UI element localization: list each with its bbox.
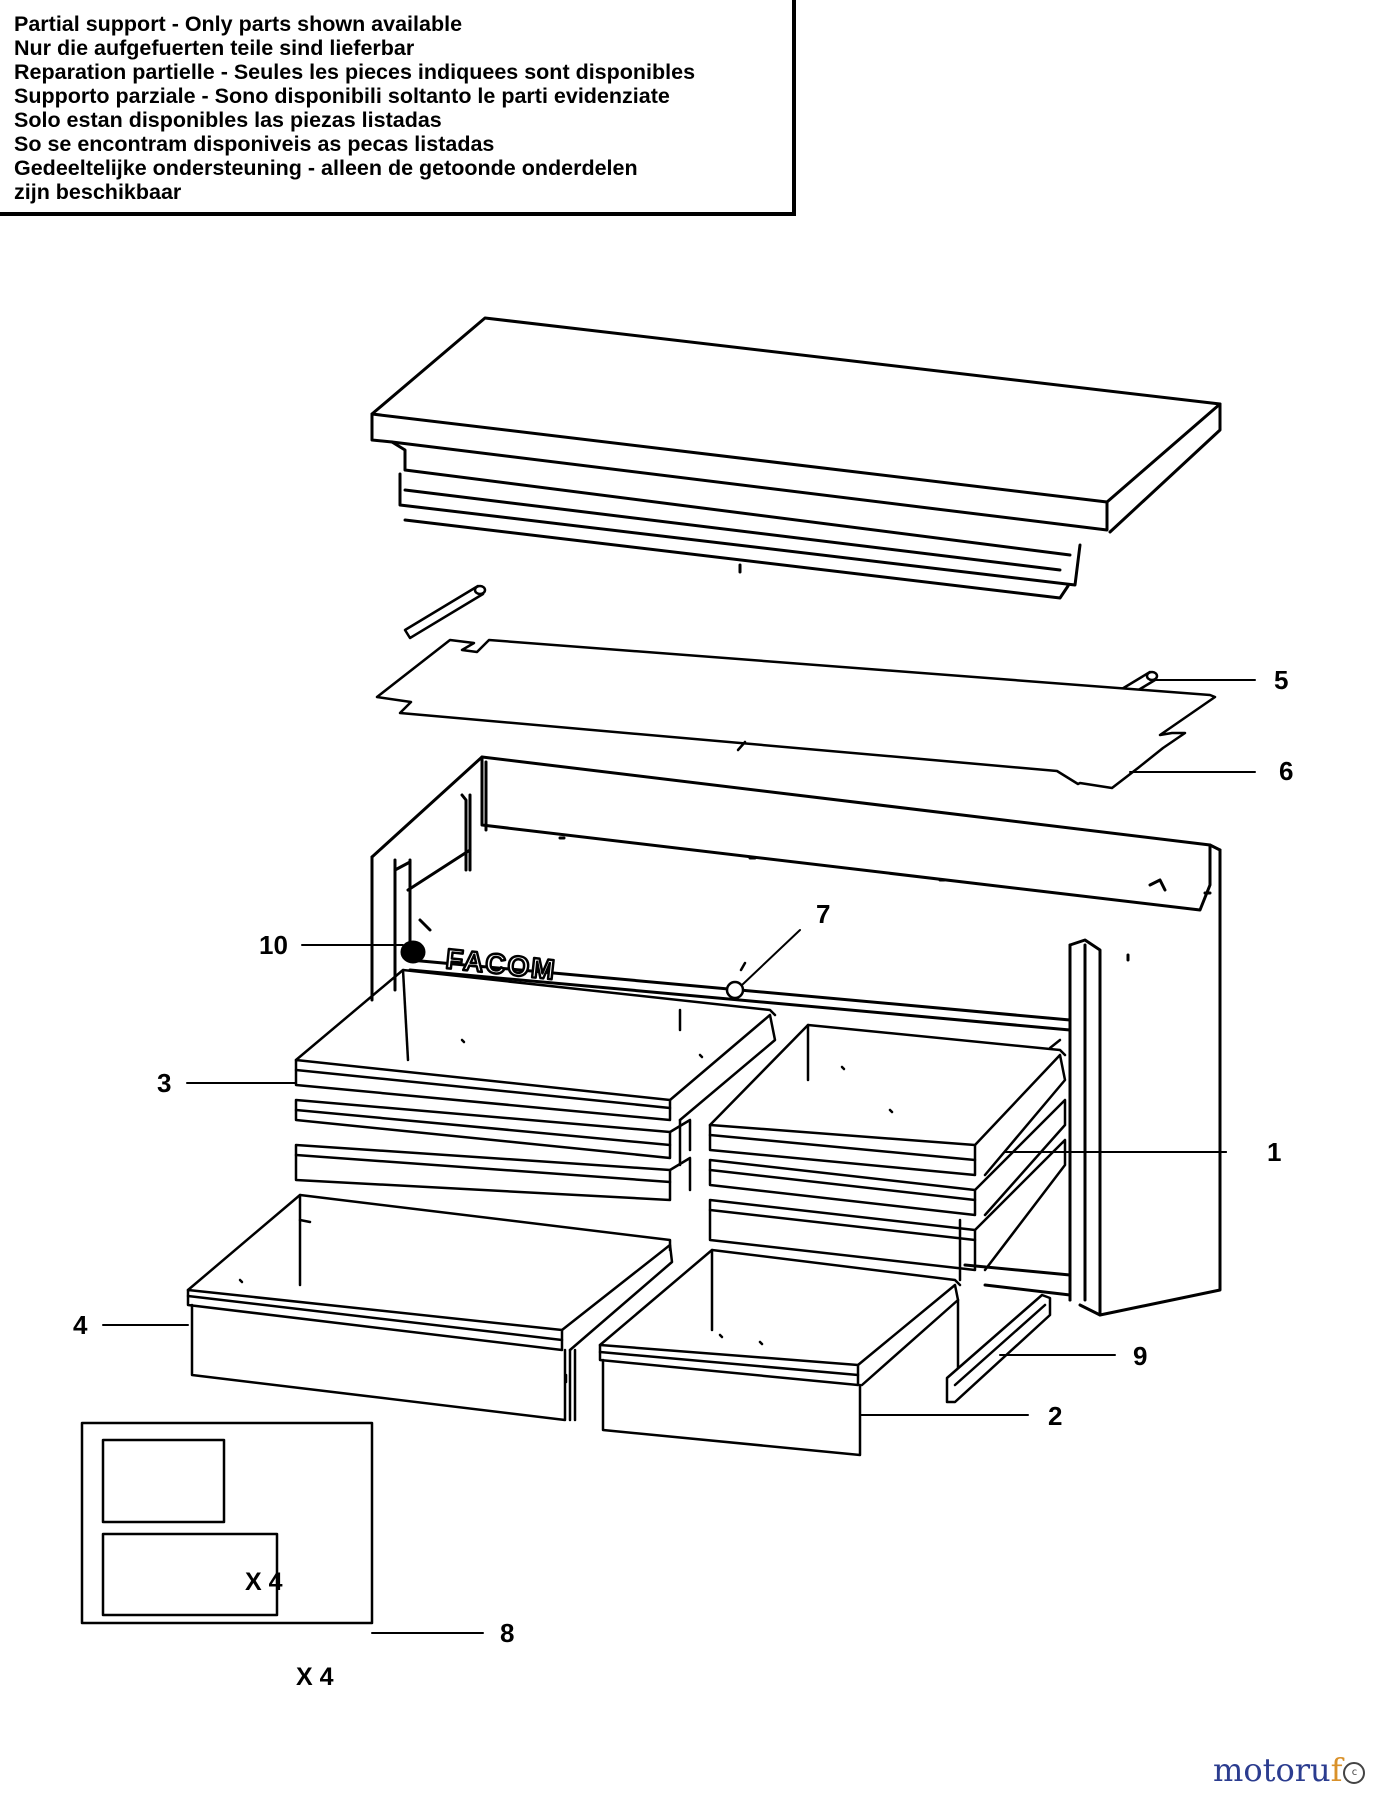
callout-10: 10: [259, 930, 288, 960]
callout-2: 2: [1048, 1401, 1063, 1431]
quantity-label-large: X 4: [296, 1663, 334, 1691]
upper-right-drawers-part-1: [708, 1023, 1067, 1282]
watermark-seal: c: [1343, 1761, 1366, 1784]
notice-line: Reparation partielle - Seules les pieces…: [14, 60, 696, 84]
slide-rail-part-9: [945, 1293, 1052, 1404]
leader-lines: [102, 679, 1256, 1634]
notice-line: So se encontram disponiveis as pecas lis…: [14, 132, 495, 156]
lower-left-drawer-part-4: [186, 1193, 674, 1422]
callout-4: 4: [73, 1310, 88, 1340]
notice-line: Nur die aufgefuerten teile sind lieferba…: [14, 36, 415, 60]
liner-part-6: [375, 638, 1217, 790]
notice-line: Supporto parziale - Sono disponibili sol…: [14, 84, 670, 108]
cabinet-body: [370, 755, 1222, 1317]
callout-3: 3: [157, 1068, 172, 1098]
callout-6: 6: [1279, 756, 1294, 786]
drawer-mat-small: [101, 1438, 226, 1524]
notice-line: Partial support - Only parts shown avail…: [14, 12, 463, 36]
notice-line: Gedeeltelijke ondersteuning - alleen de …: [14, 156, 638, 180]
notice-line: Solo estan disponibles las piezas listad…: [14, 108, 442, 132]
callout-7: 7: [816, 899, 831, 929]
callout-8: 8: [500, 1618, 515, 1648]
inset-box-part-8: [80, 1421, 374, 1625]
drawer-mat-large: [101, 1532, 279, 1617]
brand-plate-text: FACOM: [444, 943, 558, 985]
partial-support-notice: Partial support - Only parts shown avail…: [0, 0, 796, 216]
watermark-text-accent: f: [1330, 1751, 1343, 1789]
quantity-label-small: X 4: [245, 1568, 283, 1596]
callout-5: 5: [1274, 665, 1289, 695]
worktop-lid: [370, 316, 1222, 600]
lower-right-drawer-part-2: [598, 1248, 962, 1457]
callout-1: 1: [1267, 1137, 1282, 1167]
callout-9: 9: [1133, 1341, 1148, 1371]
watermark-text: motoru: [1213, 1751, 1331, 1789]
notice-line: zijn beschikbaar: [14, 180, 182, 204]
upper-left-drawers-part-3: [294, 968, 777, 1202]
screw-part-7: [725, 961, 747, 1000]
